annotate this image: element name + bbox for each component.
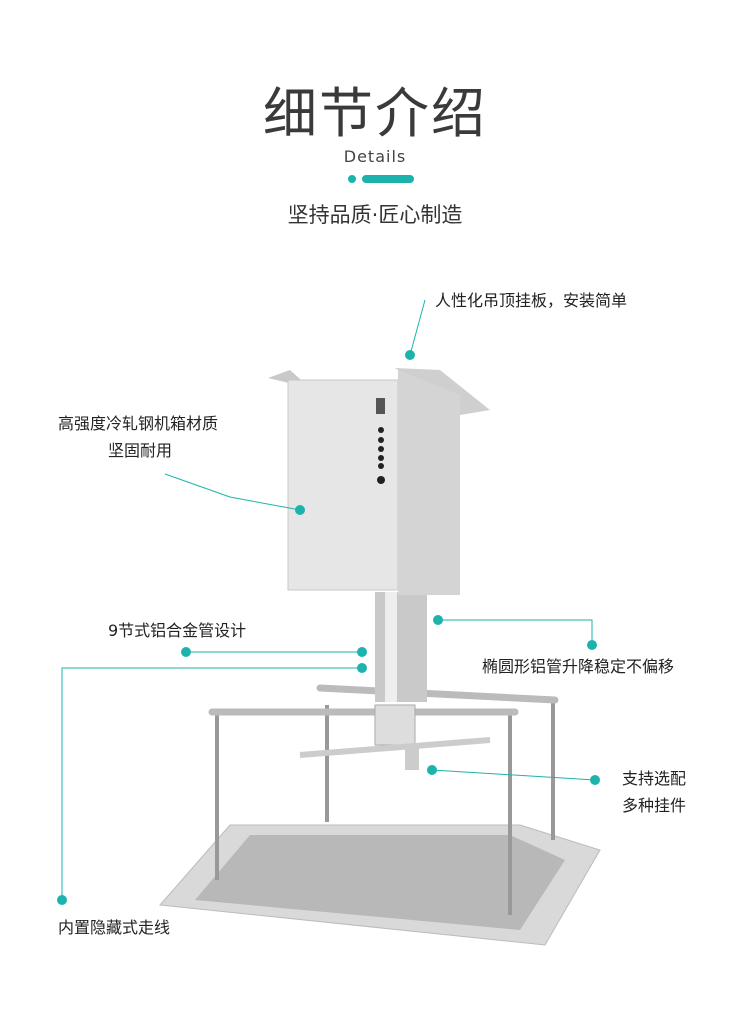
callout-ceiling-plate: 人性化吊顶挂板，安装简单: [435, 291, 628, 310]
callout-alloy-tube: 9节式铝合金管设计: [108, 621, 247, 640]
decor-bar: [362, 175, 414, 183]
callout-mount-line2: 多种挂件: [622, 796, 687, 815]
callout-oval-tube: 椭圆形铝管升降稳定不偏移: [482, 657, 675, 676]
page-subtitle: Details: [343, 147, 407, 166]
callout-hidden-wiring: 内置隐藏式走线: [58, 918, 171, 937]
page-title: 细节介绍: [263, 82, 487, 145]
tagline: 坚持品质·匠心制造: [287, 203, 463, 227]
callout-mount-line1: 支持选配: [622, 769, 687, 788]
decor-dot: [348, 175, 356, 183]
callout-steel-box-line1: 高强度冷轧钢机箱材质: [58, 414, 219, 433]
callout-steel-box-line2: 坚固耐用: [108, 441, 173, 460]
